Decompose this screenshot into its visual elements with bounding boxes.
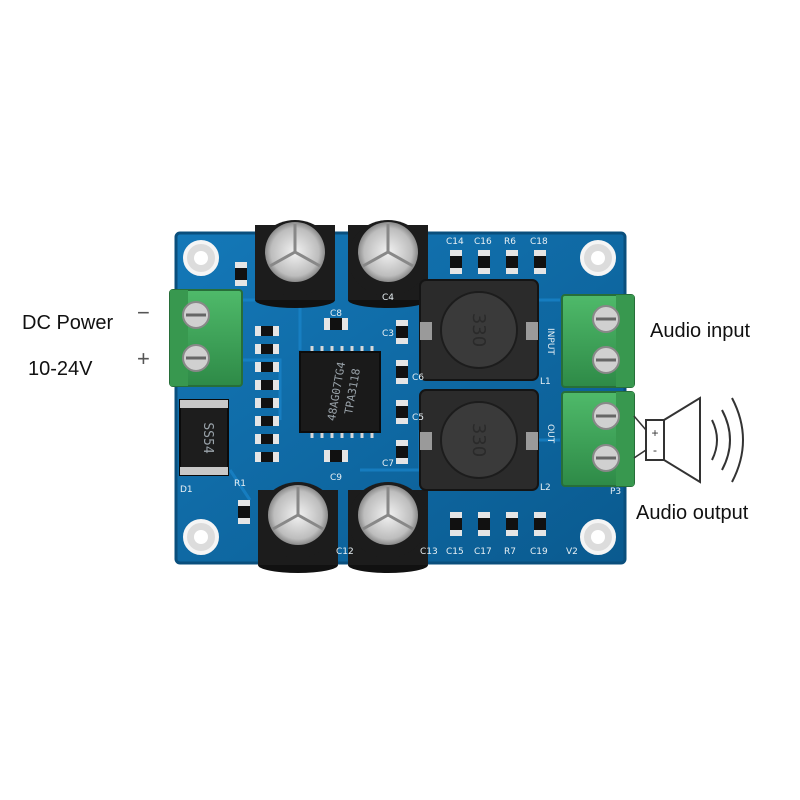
audio-output-terminal-block (561, 391, 635, 487)
silk-c16: C16 (474, 237, 492, 247)
audio-input-label: Audio input (650, 320, 751, 342)
audio-input-terminal-block (561, 294, 635, 388)
mounting-holes (183, 240, 616, 555)
silk-c19: C19 (530, 547, 548, 557)
audio-output-label: Audio output (636, 502, 749, 524)
plus-sign: + (137, 346, 150, 371)
silk-c5: C5 (412, 413, 424, 423)
silk-c12: C12 (336, 547, 354, 557)
inductor-bottom: 330 (419, 389, 539, 491)
capacitor-bottom-right (348, 482, 428, 573)
amplifier-ic: 48AG07TG4 TPA3118 (299, 346, 381, 438)
silk-r6: R6 (504, 237, 516, 247)
silk-d1: D1 (180, 485, 193, 495)
speaker-icon: + - (633, 396, 744, 484)
inductor-top-marking: 330 (468, 313, 489, 347)
silkscreen-labels: C14 C16 R6 C18 C15 C17 R7 C19 C8 C3 C4 C… (180, 237, 621, 557)
diode-ss54: SS54 (179, 399, 229, 476)
silk-r1: R1 (234, 479, 246, 489)
silk-c14: C14 (446, 237, 464, 247)
smd-components (235, 250, 546, 536)
silk-c7: C7 (382, 459, 394, 469)
silk-c18: C18 (530, 237, 548, 247)
silk-input: INPUT (545, 328, 555, 355)
silk-c8: C8 (330, 309, 342, 319)
capacitor-top-left (255, 220, 335, 308)
svg-text:+: + (651, 426, 658, 440)
diode-marking: SS54 (200, 422, 215, 453)
inductor-top: 330 (419, 279, 539, 381)
inductor-bottom-marking: 330 (468, 423, 489, 457)
silk-c13: C13 (420, 547, 438, 557)
silk-l2: L2 (540, 483, 551, 493)
capacitor-top-right (348, 220, 428, 308)
silk-c6: C6 (412, 373, 424, 383)
silk-p3: P3 (610, 487, 621, 497)
silk-c9: C9 (330, 473, 342, 483)
silk-c3: C3 (382, 329, 394, 339)
svg-text:-: - (653, 443, 657, 457)
silk-out: OUT (545, 424, 555, 444)
capacitor-bottom-left (258, 482, 338, 573)
silk-c15: C15 (446, 547, 464, 557)
dc-power-label: DC Power (22, 312, 114, 334)
silk-l1: L1 (540, 377, 551, 387)
power-terminal-block (169, 289, 243, 387)
minus-sign: − (137, 300, 150, 325)
silk-r7: R7 (504, 547, 516, 557)
silk-v2: V2 (566, 547, 578, 557)
silk-c17: C17 (474, 547, 492, 557)
silk-c4: C4 (382, 293, 394, 303)
voltage-label: 10-24V (28, 358, 93, 380)
